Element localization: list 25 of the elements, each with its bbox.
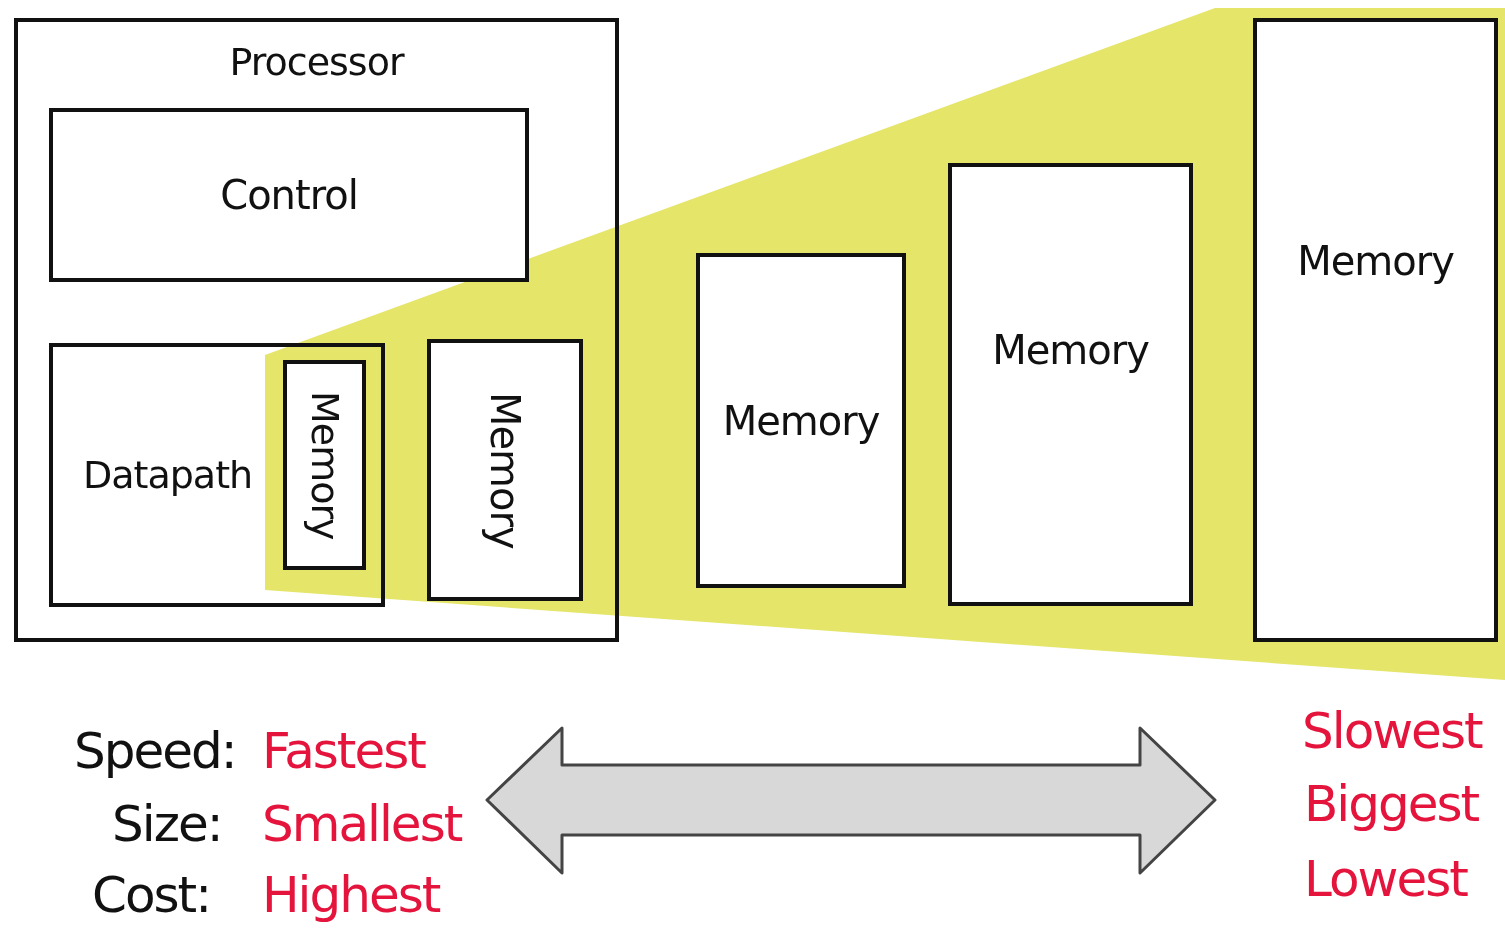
component-label: Memory bbox=[1297, 238, 1454, 284]
component-box bbox=[49, 108, 529, 282]
comparison-label: Lowest bbox=[1304, 850, 1467, 908]
component-label: Processor bbox=[229, 40, 404, 84]
component-label: Memory bbox=[722, 397, 880, 444]
component-label: Control bbox=[220, 172, 358, 218]
component-box bbox=[14, 18, 619, 642]
component-box bbox=[427, 339, 583, 601]
component-label: Memory bbox=[302, 390, 347, 540]
comparison-label: Biggest bbox=[1304, 775, 1479, 833]
component-box bbox=[1253, 18, 1498, 642]
component-label: Datapath bbox=[83, 453, 253, 497]
comparison-label: Size: bbox=[112, 795, 222, 853]
comparison-label: Smallest bbox=[262, 795, 462, 853]
comparison-label: Cost: bbox=[92, 866, 210, 924]
component-box bbox=[696, 253, 906, 588]
comparison-label: Fastest bbox=[262, 722, 425, 780]
component-box bbox=[948, 163, 1193, 606]
component-box bbox=[283, 360, 366, 570]
component-box bbox=[49, 343, 385, 607]
comparison-label: Highest bbox=[262, 866, 440, 924]
component-label: Memory bbox=[992, 327, 1149, 373]
comparison-label: Speed: bbox=[74, 722, 236, 780]
comparison-label: Slowest bbox=[1302, 702, 1482, 760]
component-label: Memory bbox=[482, 391, 528, 549]
